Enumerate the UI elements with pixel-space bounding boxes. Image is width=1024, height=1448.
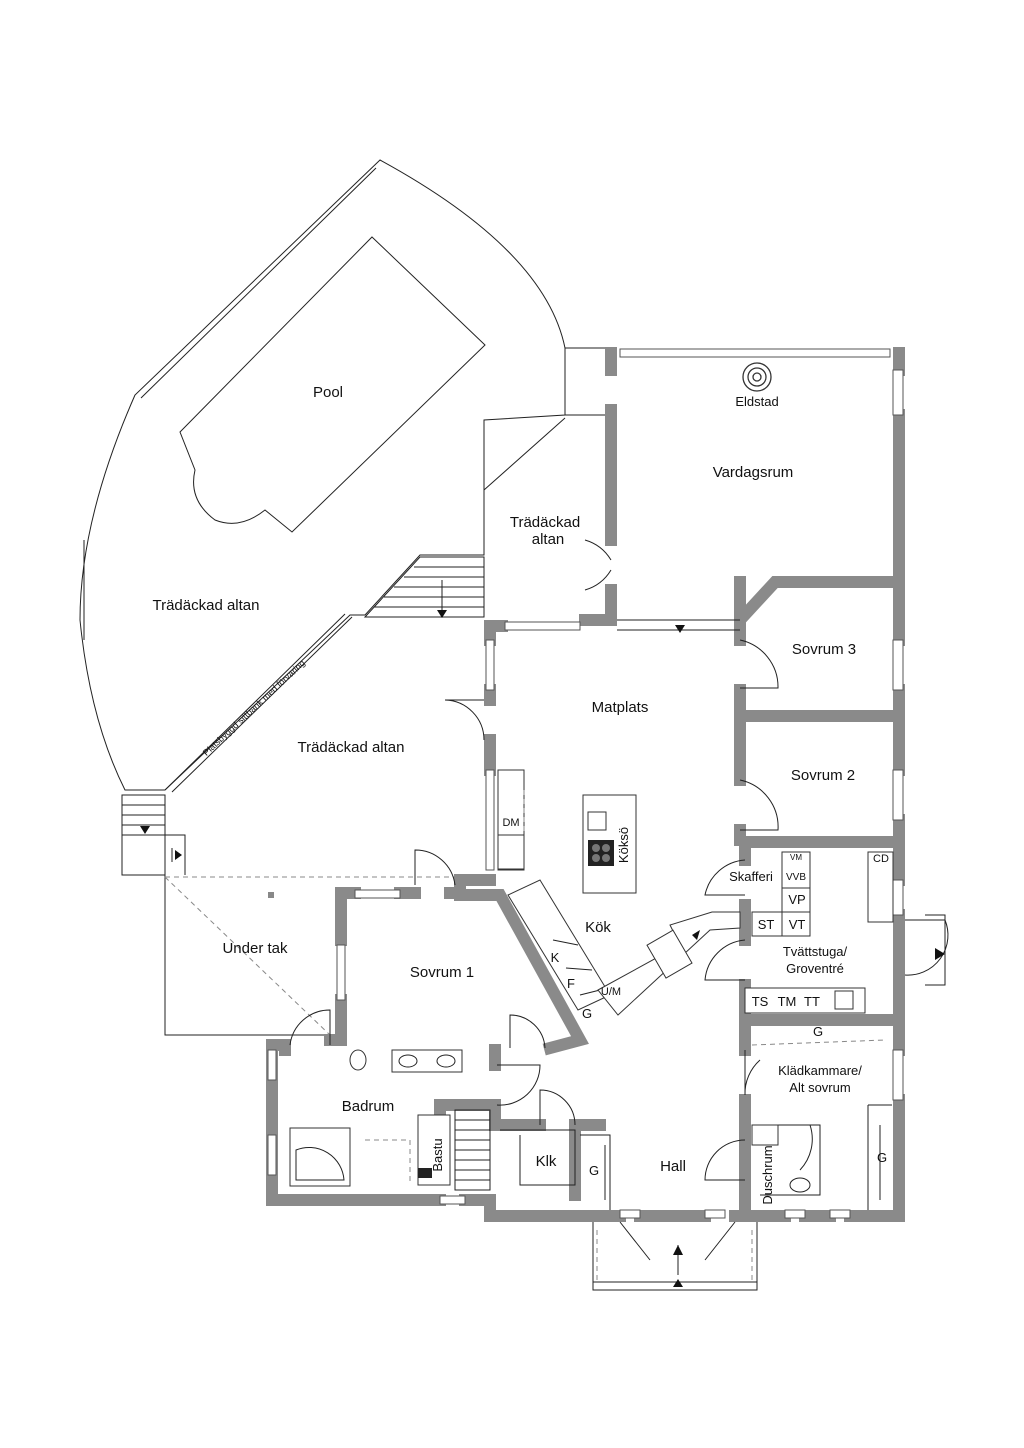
label-fireplace: Eldstad [735,394,778,409]
bench [164,613,353,793]
label-deck-center: Trädäckad altan [297,739,404,756]
label-laundry-2: Groventré [786,961,844,976]
walls [266,347,905,1222]
label-cd: CD [873,853,889,865]
label-island: Köksö [616,827,631,863]
interior-details [289,362,949,1291]
label-vm: VM [790,853,802,862]
stairs [363,556,485,618]
label-fridge: K [551,950,560,965]
label-living: Vardagsrum [713,464,794,481]
label-wardrobe-closet-2: G [877,1150,887,1165]
label-wardrobe-hall: G [589,1163,599,1178]
label-vvb: VVB [786,872,806,883]
label-closet-2: Alt sovrum [789,1080,850,1095]
label-closet-1: Klädkammare/ [778,1063,862,1078]
label-cloak: Klk [536,1153,557,1170]
label-laundry-1: Tvättstuga/ [783,944,848,959]
label-ts: TS [752,994,769,1009]
label-covered: Under tak [222,940,288,957]
windows [267,348,904,1219]
label-kitchen: Kök [585,919,611,936]
label-hall: Hall [660,1158,686,1175]
label-pantry: Skafferi [729,869,773,884]
label-bedroom3: Sovrum 3 [792,641,856,658]
label-bench: Platsbyggd sittbank med förvaring [201,658,307,758]
label-deck-large: Trädäckad altan [152,597,259,614]
label-oven-micro: U/M [601,986,621,998]
label-bedroom2: Sovrum 2 [791,767,855,784]
pool-outline [179,236,486,533]
side-stairs [121,794,166,876]
label-deck-small-1: Trädäckad [510,514,580,531]
label-freezer: F [567,976,575,991]
label-bedroom1: Sovrum 1 [410,964,474,981]
label-tt: TT [804,994,820,1009]
label-shower: Duschrum [760,1145,775,1204]
fixture-labels: DM K F G U/M VM VVB VP VT ST CD TS TM TT… [502,817,889,1178]
label-vt: VT [789,917,806,932]
label-st: ST [758,917,775,932]
label-sauna: Bastu [430,1138,445,1171]
label-pool: Pool [313,384,343,401]
label-tm: TM [778,994,797,1009]
room-labels: Pool Trädäckad altan Trädäckad altan Trä… [152,384,862,1205]
label-bathroom: Badrum [342,1098,395,1115]
label-dishwasher: DM [502,817,519,829]
label-deck-small-2: altan [532,531,565,548]
label-vp: VP [788,892,805,907]
label-wardrobe-closet: G [813,1024,823,1039]
label-dining: Matplats [592,699,649,716]
deck-area [79,159,605,1036]
label-wardrobe-kitchen: G [582,1006,592,1021]
